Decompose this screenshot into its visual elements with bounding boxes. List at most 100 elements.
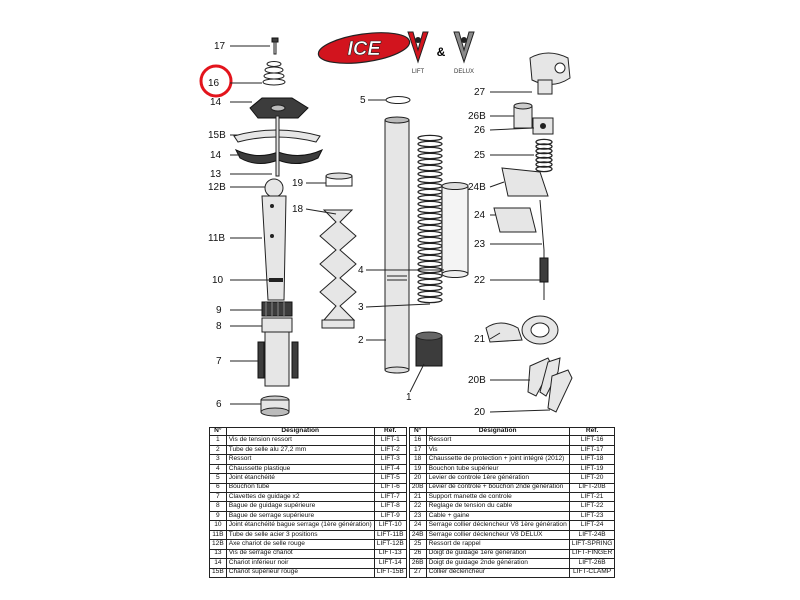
- spring-coil: [417, 230, 443, 238]
- spring-coil: [535, 156, 553, 164]
- spring-coil: [417, 212, 443, 220]
- cell-reference: LIFT-17: [568, 444, 616, 456]
- spring-coil: [417, 242, 443, 250]
- cell-designation: Support manette de controle: [425, 491, 570, 503]
- spring-coil: [417, 134, 443, 142]
- cell-reference: LIFT-14: [373, 558, 407, 569]
- callout-5: 5: [360, 95, 366, 106]
- callout-24b: 24B: [468, 182, 486, 193]
- cell-number: 15B: [209, 567, 227, 579]
- callout-14-top: 14: [210, 97, 222, 108]
- spring-coil: [417, 164, 443, 172]
- cell-number: 16: [408, 435, 427, 446]
- cell-designation: Axe chariot de selle rouge: [225, 539, 375, 550]
- part-3-spring: [417, 134, 443, 304]
- cell-designation: Reglage de tension du cable: [425, 501, 570, 512]
- cell-number: 17: [408, 444, 427, 456]
- cell-number: 20B: [408, 482, 427, 494]
- spring-coil: [417, 290, 443, 298]
- part-8-guide-ring: [261, 317, 293, 333]
- spring-coil: [535, 147, 553, 155]
- callout-16: 16: [208, 78, 220, 89]
- cell-designation: Bague de serrage supérieure: [225, 510, 375, 522]
- cell-number: 27: [408, 567, 427, 579]
- v8-delux-mark: DELUX: [453, 31, 475, 75]
- part-24b-delux-clamp: [501, 167, 549, 197]
- part-4-plastic-sleeve: [441, 182, 469, 278]
- spring-coil: [417, 278, 443, 286]
- logo-conjunction: &: [437, 45, 446, 59]
- spring-coil: [417, 146, 443, 154]
- cell-reference: LIFT-5: [373, 473, 407, 484]
- cell-reference: LIFT-SPRING: [568, 539, 616, 550]
- cell-reference: LIFT-21: [568, 491, 616, 503]
- cell-reference: LIFT-9: [373, 510, 407, 522]
- spring-coil: [417, 248, 443, 256]
- logo-left-mark: LIFT: [412, 69, 425, 75]
- cell-reference: LIFT-7: [373, 491, 407, 503]
- part-23-cable: [539, 199, 545, 300]
- callout-19: 19: [292, 178, 304, 189]
- spring-coil: [535, 165, 553, 173]
- cell-number: 3: [209, 454, 227, 465]
- cell-number: 20: [408, 473, 427, 484]
- ice-logo: ICE: [317, 32, 411, 64]
- cell-number: 19: [408, 463, 427, 475]
- callout-4: 4: [358, 265, 364, 276]
- callout-2: 2: [358, 335, 364, 346]
- cell-number: 9: [209, 510, 227, 522]
- callout-27: 27: [474, 87, 486, 98]
- cell-reference: LIFT-26B: [568, 558, 616, 569]
- cell-reference: LIFT-11B: [373, 529, 407, 541]
- cell-designation: Joint étanchéité: [225, 473, 375, 484]
- cell-number: 2: [209, 444, 227, 456]
- table-header-row: N° Désignation Ref.: [408, 426, 616, 437]
- part-5-seal: [385, 96, 411, 104]
- callout-13: 13: [210, 169, 222, 180]
- part-17-shank: [273, 41, 277, 55]
- spring-coil: [417, 260, 443, 268]
- callout-20b: 20B: [468, 375, 486, 386]
- cell-reference: LIFT-15B: [373, 567, 407, 579]
- part-16-spring: [262, 61, 286, 86]
- cell-designation: Chariot inférieur noir: [225, 558, 375, 569]
- cell-reference: LIFT-23: [568, 510, 616, 522]
- leader-lines: [230, 45, 551, 413]
- cell-reference: LIFT-FINGER: [568, 548, 616, 560]
- cell-number: 8: [209, 501, 227, 512]
- part-26-guide-finger: [532, 117, 554, 135]
- part-17-screw: [271, 37, 279, 43]
- header-num: N°: [209, 426, 227, 437]
- cell-number: 22: [408, 501, 427, 512]
- cell-number: 4: [209, 463, 227, 475]
- callout-26b: 26B: [468, 111, 486, 122]
- cell-designation: Cable + gaine: [425, 510, 570, 522]
- callout-9: 9: [216, 305, 222, 316]
- cell-designation: Collier déclencheur: [425, 567, 570, 579]
- cell-number: 14: [209, 558, 227, 569]
- cell-reference: LIFT-13: [373, 548, 407, 560]
- v8-lift-mark: LIFT: [407, 31, 429, 75]
- part-6-tube-cap: [260, 395, 290, 417]
- spring-coil: [417, 224, 443, 232]
- cell-reference: LIFT-24: [568, 520, 616, 531]
- callout-26: 26: [474, 125, 486, 136]
- right-assembly: [485, 52, 573, 413]
- cell-reference: LIFT-4: [373, 463, 407, 475]
